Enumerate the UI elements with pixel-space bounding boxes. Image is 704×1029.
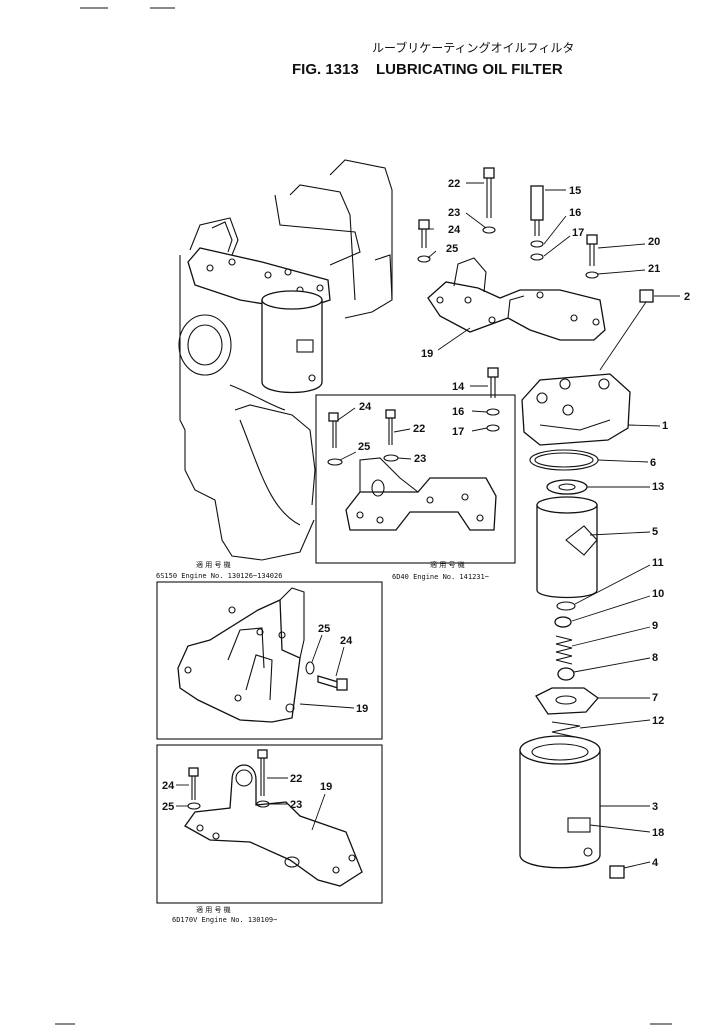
callout-3: 3 xyxy=(652,801,658,813)
callout-17: 17 xyxy=(452,426,464,438)
callout-10: 10 xyxy=(652,588,664,600)
callout-4: 4 xyxy=(652,857,659,869)
applicability-label-jp: 適 用 号 機 xyxy=(196,560,231,569)
callout-23: 23 xyxy=(414,453,426,465)
callout-17: 17 xyxy=(572,227,584,239)
callout-24: 24 xyxy=(359,401,372,413)
callout-5: 5 xyxy=(652,526,658,538)
callout-25: 25 xyxy=(318,623,330,635)
callout-19: 19 xyxy=(421,348,433,360)
callout-25: 25 xyxy=(446,243,458,255)
figure-title: LUBRICATING OIL FILTER xyxy=(376,61,563,78)
callout-21: 21 xyxy=(648,263,660,275)
callout-23: 23 xyxy=(290,799,302,811)
callout-1: 1 xyxy=(662,420,668,432)
figure-number: FIG. 1313 xyxy=(292,61,359,78)
inset-frame xyxy=(156,581,383,740)
inset-frame xyxy=(315,394,516,564)
callout-22: 22 xyxy=(413,423,425,435)
callout-25: 25 xyxy=(358,441,370,453)
callout-19: 19 xyxy=(356,703,368,715)
applicability-serial: 6D40 Engine No. 141231~ xyxy=(392,573,489,581)
callout-23: 23 xyxy=(448,207,460,219)
callout-18: 18 xyxy=(652,827,664,839)
callout-24: 24 xyxy=(448,224,461,236)
callout-16: 16 xyxy=(452,406,464,418)
callout-11: 11 xyxy=(652,557,664,569)
callout-6: 6 xyxy=(650,457,656,469)
inset-bracket-6d170v: 24 25 22 23 19 xyxy=(156,744,383,904)
engine-block-illustration xyxy=(178,159,393,561)
applicability-serial: 6D170V Engine No. 130109~ xyxy=(172,916,277,924)
callout-8: 8 xyxy=(652,652,658,664)
applicability-label-jp: 適 用 号 機 xyxy=(430,560,465,569)
callout-19: 19 xyxy=(320,781,332,793)
inset-frame xyxy=(156,744,383,904)
callout-14: 14 xyxy=(452,381,465,393)
callout-7: 7 xyxy=(652,692,658,704)
applicability-label-jp: 適 用 号 機 xyxy=(196,905,231,914)
inset-bracket-6s150: 25 24 19 xyxy=(156,581,383,740)
callout-9: 9 xyxy=(652,620,658,632)
callout-22: 22 xyxy=(448,178,460,190)
callout-25: 25 xyxy=(162,801,174,813)
callout-24: 24 xyxy=(340,635,353,647)
callout-20: 20 xyxy=(648,236,660,248)
callout-13: 13 xyxy=(652,481,664,493)
callout-12: 12 xyxy=(652,715,664,727)
inset-bracket-6d40: 24 22 25 23 適 用 号 機 6D40 Engine No. 1412… xyxy=(315,394,516,581)
callout-2: 2 xyxy=(684,291,690,303)
applicability-serial: 6S150 Engine No. 130126~134026 xyxy=(156,572,282,580)
filter-assembly-exploded xyxy=(417,167,680,879)
callout-24: 24 xyxy=(162,780,175,792)
callout-16: 16 xyxy=(569,207,581,219)
callout-15: 15 xyxy=(569,185,581,197)
callout-22: 22 xyxy=(290,773,302,785)
title-japanese: ルーブリケーティングオイルフィルタ xyxy=(372,40,574,55)
